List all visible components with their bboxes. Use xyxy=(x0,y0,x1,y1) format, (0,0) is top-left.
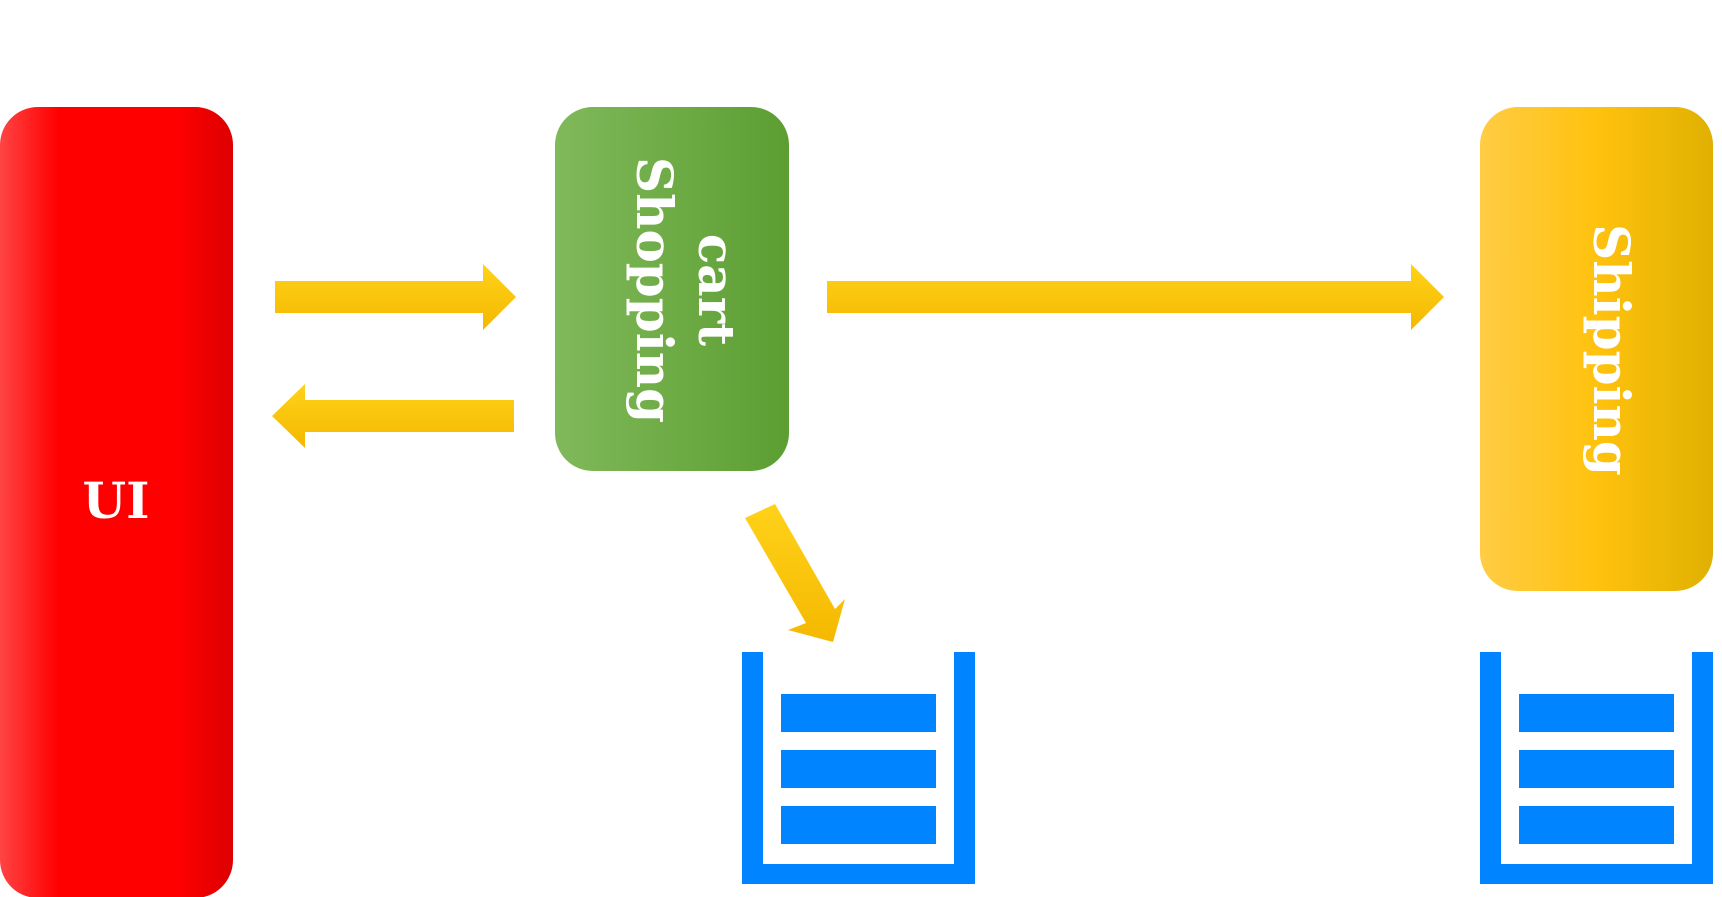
arrow-ui-to-cart xyxy=(275,264,516,330)
cart-service-box: Shopping cart xyxy=(555,107,789,471)
shipping-database-icon xyxy=(1480,652,1713,884)
cart-service-label-line1: Shopping xyxy=(625,157,684,423)
shipping-service-label: Shipping xyxy=(1582,224,1641,476)
cart-service-label-line2: cart xyxy=(687,234,746,346)
shipping-service-box: Shipping xyxy=(1480,107,1713,591)
ui-service-label: UI xyxy=(83,471,150,530)
ui-service-box: UI xyxy=(0,107,233,897)
cart-database-icon xyxy=(742,652,975,884)
arrow-cart-to-database xyxy=(745,504,845,642)
arrow-cart-to-ui xyxy=(272,384,514,448)
arrow-cart-to-shipping xyxy=(827,264,1444,330)
